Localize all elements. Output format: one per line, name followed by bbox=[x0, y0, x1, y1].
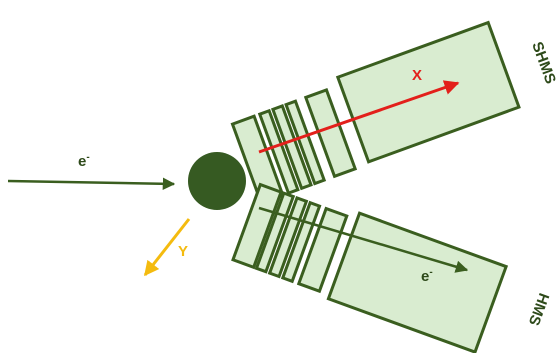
target bbox=[188, 152, 246, 210]
hms-label: HMS bbox=[525, 291, 552, 328]
shms-detector-plane bbox=[270, 104, 313, 191]
hms-spectrometer bbox=[231, 182, 509, 353]
shms-detector-plane bbox=[284, 99, 327, 186]
beam-label: e- bbox=[78, 152, 90, 170]
shms-detector-plane bbox=[257, 108, 300, 196]
hms-detector-plane bbox=[231, 182, 283, 270]
x-axis-arrow bbox=[258, 80, 460, 154]
y-axis-arrow bbox=[143, 218, 191, 277]
hms-magnet-box bbox=[326, 211, 509, 353]
shms-detector-plane bbox=[303, 87, 358, 179]
hms-detector-plane bbox=[296, 206, 349, 294]
incoming-beam-arrow bbox=[7, 177, 176, 191]
y-axis-label: Y bbox=[178, 243, 188, 260]
scattered-electron-arrow bbox=[258, 206, 469, 273]
x-axis-label: X bbox=[412, 67, 422, 84]
scattered-electron-label: e- bbox=[421, 267, 433, 285]
shms-label: SHMS bbox=[528, 40, 559, 87]
hms-detector-plane bbox=[267, 195, 309, 279]
hms-detector-plane bbox=[254, 191, 296, 274]
